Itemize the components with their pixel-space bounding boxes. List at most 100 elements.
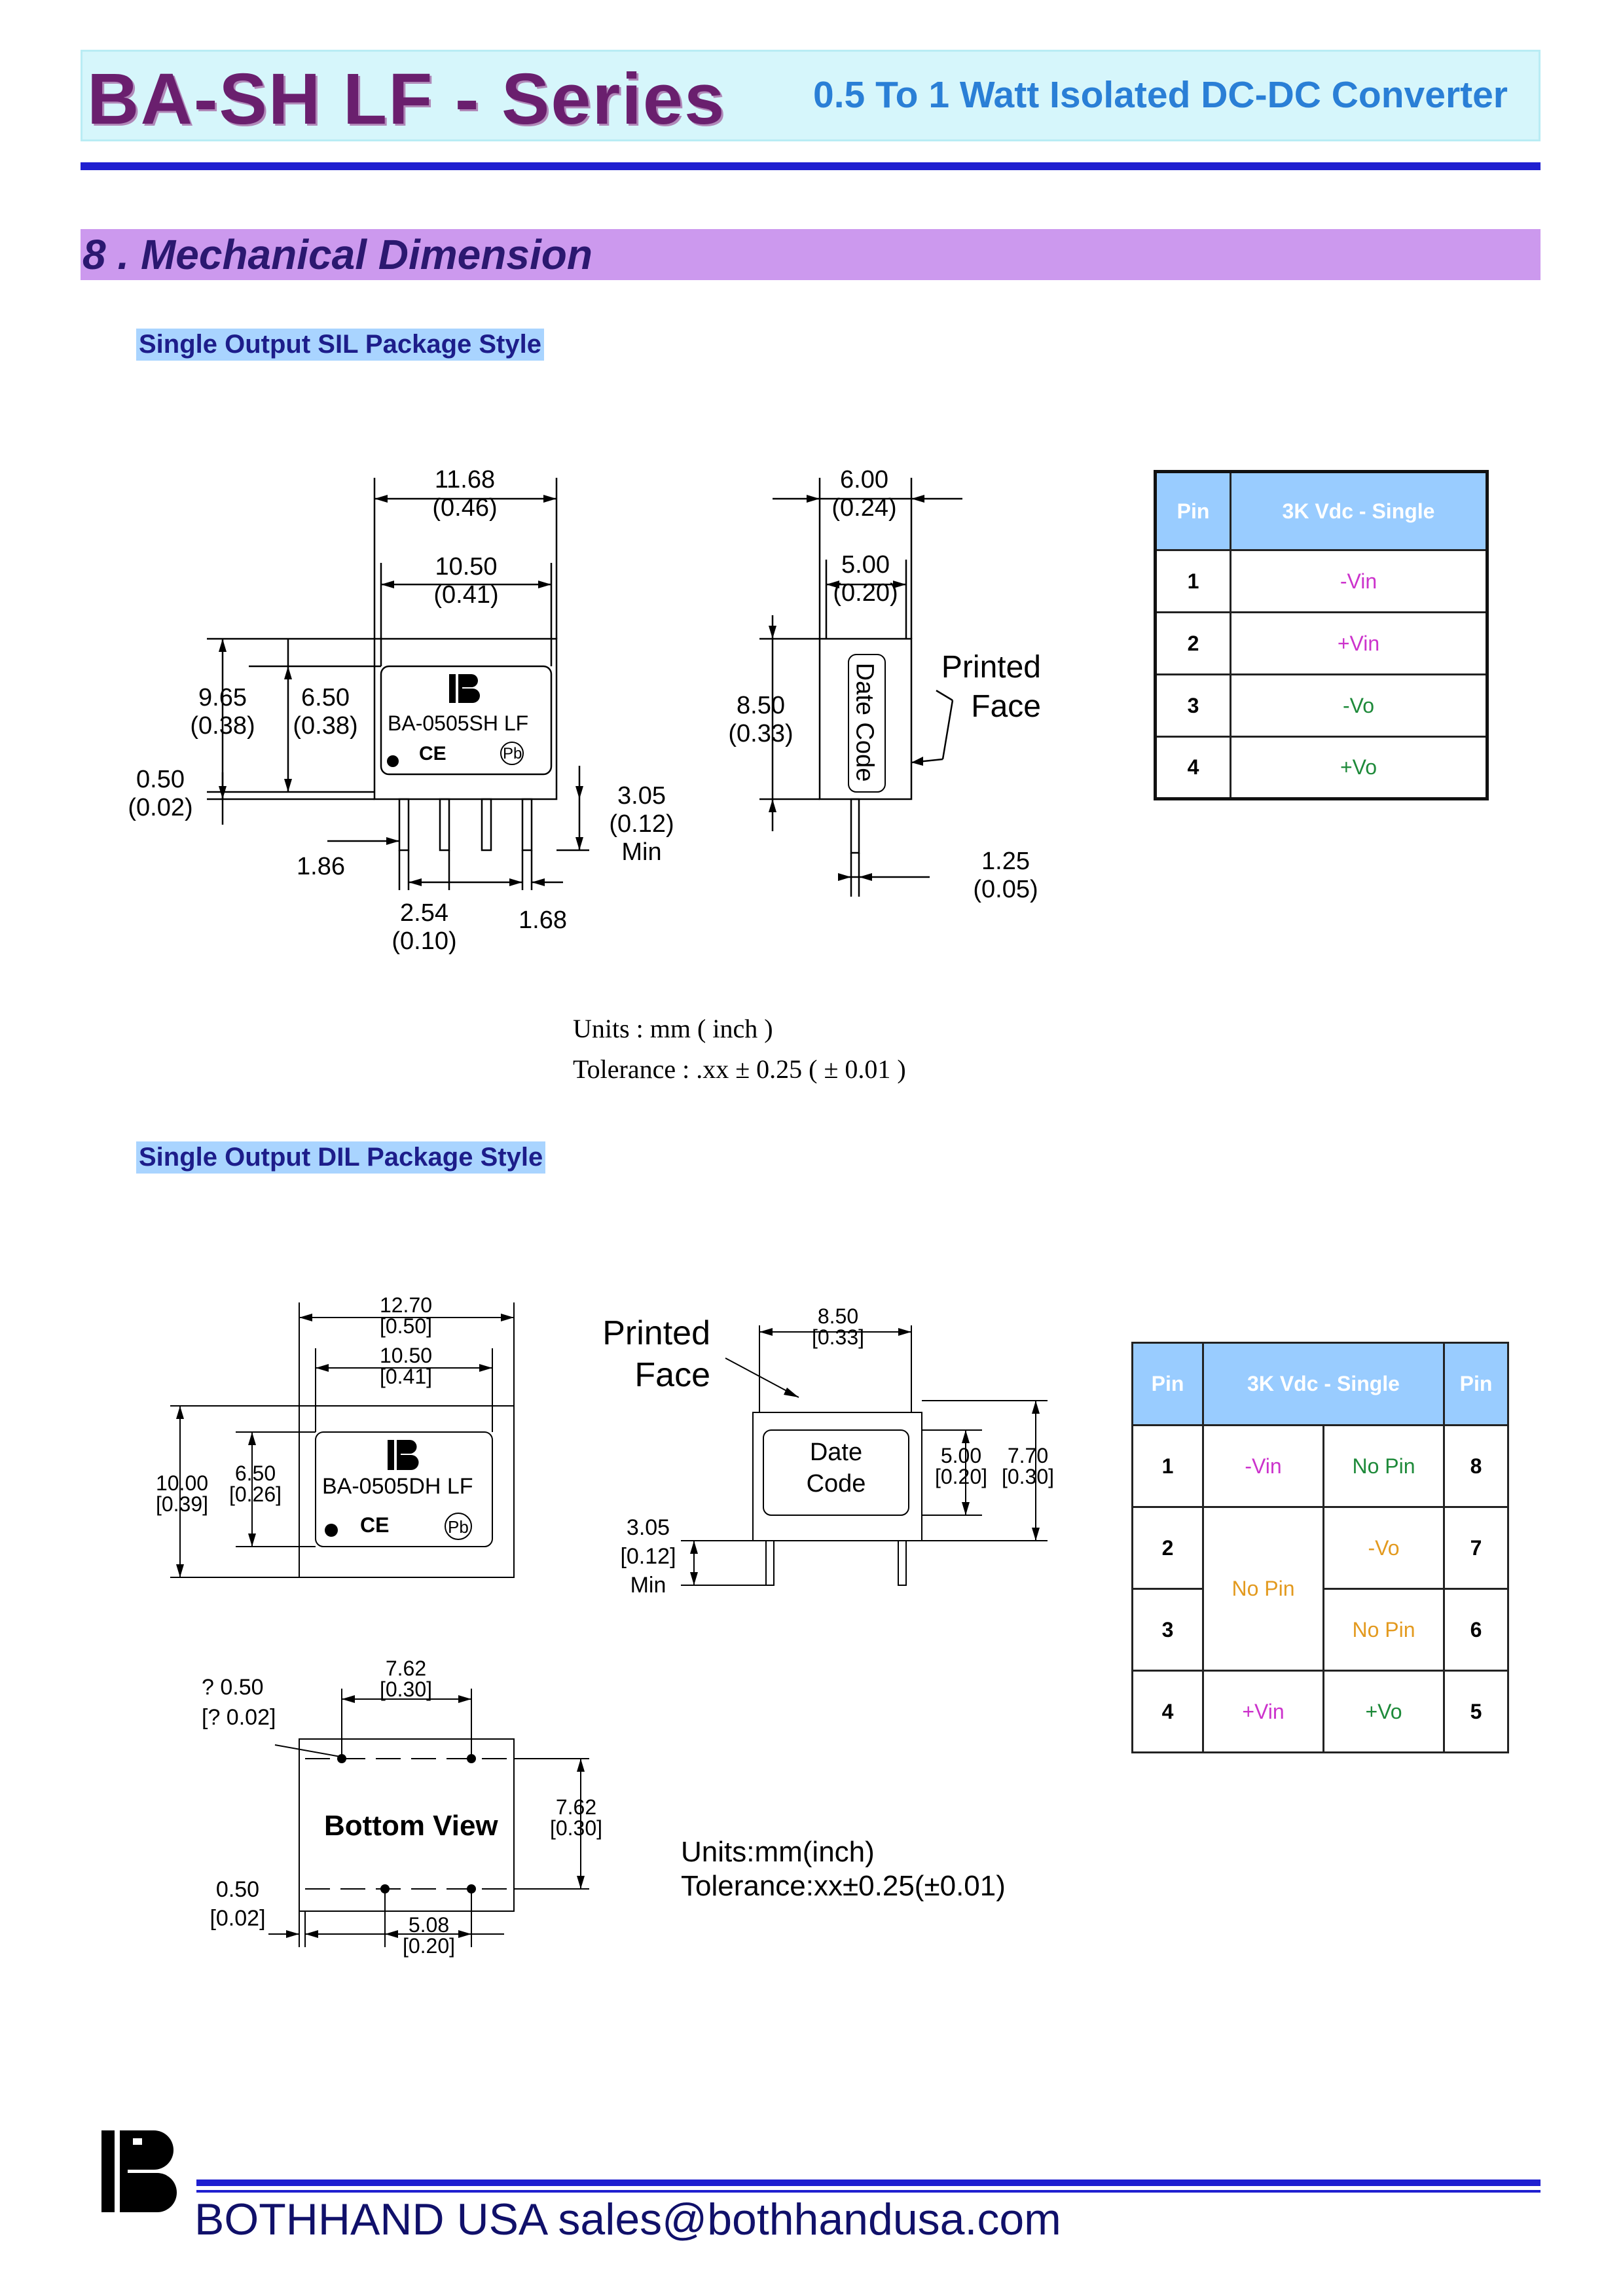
dil-pin-hole	[467, 1754, 476, 1763]
dil-bottom-view-label: Bottom View	[324, 1810, 498, 1842]
sil-func-2: +Vin	[1230, 611, 1488, 675]
sil-pin-table: Pin 3K Vdc - Single 1 -Vin 2 +Vin 3 -Vo …	[1154, 470, 1489, 800]
dil-dim-row-pitch: 7.62[0.30]	[549, 1795, 603, 1840]
dil-dim-inner-width: 10.50[0.41]	[379, 1344, 433, 1388]
dil-pb-text: Pb	[448, 1517, 469, 1537]
dil-dim-pin-length: 3.05[0.12]Min	[620, 1515, 676, 1598]
sil-front-body	[373, 637, 558, 800]
dil-dim-edge: 0.50[0.02]	[210, 1877, 266, 1931]
sil-dim-pitch: 2.54(0.10)	[392, 899, 457, 955]
sil-dim-standoff: 0.50(0.02)	[128, 766, 193, 821]
dil-pin-table: Pin 3K Vdc - Single Pin 1 -Vin No Pin 8 …	[1131, 1342, 1509, 1753]
header-banner	[81, 50, 1541, 141]
sil-pb-icon	[500, 742, 524, 765]
sil-th-single: 3K Vdc - Single	[1230, 471, 1488, 551]
dil-logo-icon	[388, 1440, 419, 1470]
sil-tolerance: Tolerance : .xx ± 0.25 ( ± 0.01 )	[573, 1054, 906, 1084]
sil-dim-inner-width: 10.50(0.41)	[433, 553, 499, 609]
dil-pin-6: 6	[1443, 1588, 1509, 1672]
dil-pb-icon	[445, 1513, 472, 1540]
sil-dim-depth-inner: 5.00(0.20)	[833, 551, 898, 607]
dil-func-7: -Vo	[1322, 1506, 1445, 1590]
sil-part-label: BA-0505SH LF	[388, 711, 529, 735]
bothhand-logo-icon	[101, 2130, 177, 2212]
dil-func-1: -Vin	[1202, 1424, 1324, 1508]
dil-dim-outer-height: 7.70[0.30]	[1001, 1444, 1055, 1488]
table-row: 2 No Pin -Vo 7	[1131, 1506, 1509, 1672]
sil-dim-pin-offset: 1.25(0.05)	[973, 848, 1038, 903]
sil-dim-pin-length: 3.05(0.12)Min	[609, 782, 674, 866]
dil-side-body	[752, 1412, 922, 1541]
sil-ce-mark: CE	[419, 743, 447, 764]
sil-pin-3: 3	[1154, 673, 1231, 738]
sil-dim-total-height: 9.65(0.38)	[190, 684, 255, 740]
table-row: 2 +Vin	[1154, 611, 1488, 675]
dil-ce-mark: CE	[360, 1513, 390, 1537]
dil-func-2-3: No Pin	[1202, 1506, 1324, 1672]
dil-tolerance: Tolerance:xx±0.25(±0.01)	[681, 1870, 1006, 1902]
dil-th-pin-right: Pin	[1443, 1342, 1509, 1426]
sil-dim-side-height: 8.50(0.33)	[728, 692, 793, 747]
dil-heading: Single Output DIL Package Style	[136, 1141, 546, 1174]
sil-func-1: -Vin	[1230, 549, 1488, 613]
dil-date-code-box	[763, 1429, 909, 1516]
sil-dim-outer-width: 11.68(0.46)	[432, 466, 498, 522]
dil-top-body	[299, 1405, 515, 1578]
dil-pin-8: 8	[1443, 1424, 1509, 1508]
section-title: 8 . Mechanical Dimension	[82, 231, 593, 278]
series-title: BA-SH LF - Series	[87, 59, 726, 139]
sil-dim-body-height: 6.50(0.38)	[293, 684, 358, 740]
dil-dim-pin-diameter: ? 0.50[? 0.02]	[202, 1675, 276, 1730]
dil-th-single: 3K Vdc - Single	[1202, 1342, 1445, 1426]
table-row: 1 -Vin	[1154, 549, 1488, 613]
dil-pin-3: 3	[1131, 1588, 1204, 1672]
dil-part-label: BA-0505DH LF	[322, 1474, 473, 1499]
dil-func-6: No Pin	[1322, 1588, 1445, 1672]
sil-heading: Single Output SIL Package Style	[136, 329, 544, 361]
dil-pin-5: 5	[1443, 1670, 1509, 1753]
dil-pin-hole	[337, 1754, 346, 1763]
dil-pin-1: 1	[1131, 1424, 1204, 1508]
sil-front-label-area	[380, 665, 553, 776]
sil-dim-edge2: 1.68	[519, 906, 567, 934]
sil-logo-icon	[449, 674, 480, 703]
header-rule	[81, 162, 1541, 170]
dil-pin-hole	[380, 1884, 390, 1893]
sil-side-body	[818, 637, 913, 800]
dil-dim-depth: 8.50[0.33]	[811, 1304, 865, 1349]
dil-dim-body-height: 6.50[0.26]	[228, 1462, 282, 1506]
dil-pin-7: 7	[1443, 1506, 1509, 1590]
dil-pin1-dot	[325, 1524, 338, 1537]
sil-pb-text: Pb	[503, 745, 522, 762]
dil-func-4: +Vin	[1202, 1670, 1324, 1753]
footer-rule-thin	[196, 2190, 1541, 2193]
table-row: 1 -Vin No Pin 8	[1131, 1424, 1509, 1508]
footer-contact: BOTHHAND USA sales@bothhandusa.com	[194, 2195, 1061, 2244]
header-subtitle: 0.5 To 1 Watt Isolated DC-DC Converter	[813, 74, 1508, 116]
dil-pin-4: 4	[1131, 1670, 1204, 1753]
dil-top-label-area	[315, 1431, 493, 1547]
dil-bottom-body	[299, 1738, 515, 1912]
sil-date-code-box	[848, 654, 886, 793]
table-row: 3 -Vo	[1154, 673, 1488, 738]
dil-func-8: No Pin	[1322, 1424, 1445, 1508]
table-row: 4 +Vin +Vo 5	[1131, 1670, 1509, 1753]
sil-func-4: +Vo	[1230, 736, 1488, 800]
sil-func-3: -Vo	[1230, 673, 1488, 738]
sil-pin-1: 1	[1154, 549, 1231, 613]
sil-dim-edge: 1.86	[297, 853, 345, 880]
dil-dim-total-height: 10.00[0.39]	[155, 1471, 209, 1516]
dil-pin-hole	[467, 1884, 476, 1893]
table-row: 3 No Pin 6	[1131, 1588, 1509, 1672]
sil-pin1-dot	[387, 755, 399, 767]
sil-units: Units : mm ( inch )	[573, 1014, 773, 1043]
footer-rule	[196, 2179, 1541, 2186]
sil-th-pin: Pin	[1154, 471, 1231, 551]
sil-pin-2: 2	[1154, 611, 1231, 675]
dil-dim-inner-height: 5.00[0.20]	[934, 1444, 988, 1488]
section-bar	[81, 229, 1541, 280]
